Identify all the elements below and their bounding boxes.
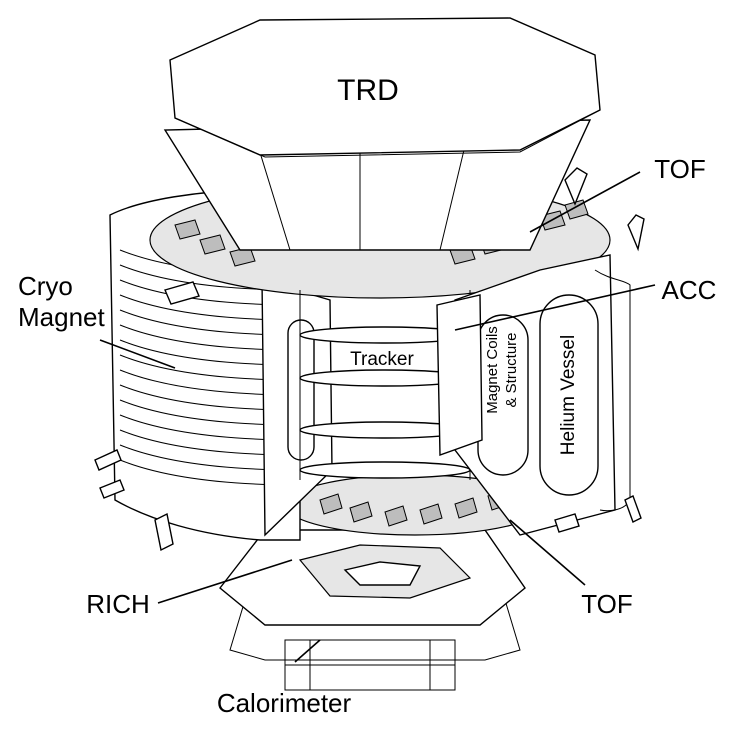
label-structure: & Structure <box>503 332 520 407</box>
leader-tof-bottom <box>509 519 586 586</box>
rich-structure <box>219 529 526 626</box>
label-magnet-coils: Magnet Coils <box>484 326 501 414</box>
leader-rich <box>157 559 293 604</box>
right-vessel-section <box>436 167 645 536</box>
label-acc: ACC <box>662 275 717 305</box>
label-tof-top: TOF <box>654 154 706 184</box>
trd-structure <box>163 17 601 251</box>
leader-tof-top <box>529 171 641 233</box>
label-magnet: Magnet <box>18 302 105 332</box>
label-calorimeter: Calorimeter <box>217 688 352 718</box>
labels: TRD TOF ACC Cryo Magnet Tracker Magnet C… <box>18 74 716 718</box>
leader-cryo-magnet <box>99 339 176 369</box>
label-rich: RICH <box>86 589 150 619</box>
leader-acc <box>454 284 656 331</box>
label-tracker: Tracker <box>350 349 414 370</box>
lower-tof-ring <box>284 474 546 536</box>
leader-calorimeter <box>294 639 321 663</box>
leader-lines <box>99 171 656 663</box>
label-helium-vessel: Helium Vessel <box>558 335 579 455</box>
label-tof-bottom: TOF <box>581 589 633 619</box>
label-trd: TRD <box>337 74 399 107</box>
label-cryo: Cryo <box>18 271 73 301</box>
